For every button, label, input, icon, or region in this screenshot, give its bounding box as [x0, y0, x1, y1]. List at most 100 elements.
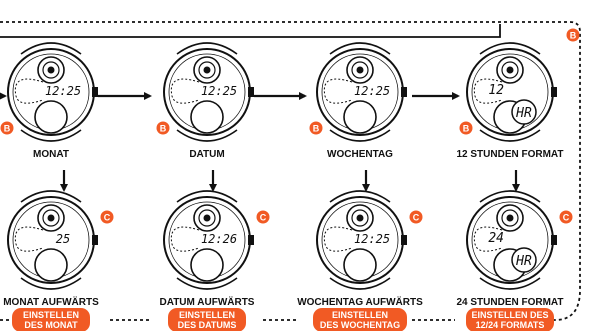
subdial-center: [506, 214, 514, 222]
button-letter: C: [260, 212, 267, 222]
button-letter: B: [570, 30, 577, 40]
pill-line-1: EINSTELLEN DES: [471, 310, 548, 320]
pill-bg: [168, 308, 246, 331]
subdial-ring: [42, 209, 60, 227]
button-c[interactable]: C: [256, 210, 270, 224]
button-letter: C: [413, 212, 420, 222]
subdial-center: [47, 214, 55, 222]
button-circle[interactable]: [566, 28, 580, 42]
subdial-ring: [198, 209, 216, 227]
button-b[interactable]: B: [309, 121, 323, 135]
lcd-hr-readout: HR: [515, 254, 532, 269]
subdial-bottom: [343, 248, 377, 282]
pill-line-2: DES MONAT: [24, 320, 78, 330]
button-letter: B: [160, 123, 167, 133]
hand-arc: [170, 226, 200, 252]
subdial-ring: [42, 61, 60, 79]
watch-top_row-0: 12:25: [7, 42, 98, 142]
button-circle[interactable]: [156, 121, 170, 135]
pill-line-2: 12/24 FORMATS: [476, 320, 545, 330]
pill-line-1: EINSTELLEN: [23, 310, 79, 320]
subdial-ring: [351, 209, 369, 227]
subdial-bottom: [34, 100, 68, 134]
watch-top_row-1: 12:25: [163, 42, 254, 142]
watch-bottom_row-1: 12:26: [163, 190, 254, 290]
button-letter: C: [104, 212, 111, 222]
watch-crown: [92, 87, 98, 97]
step-label: 12 STUNDEN FORMAT: [456, 149, 563, 160]
hr-subdial: [511, 247, 537, 273]
button-b[interactable]: B: [459, 121, 473, 135]
button-circle[interactable]: [256, 210, 270, 224]
watch-crown: [248, 87, 254, 97]
button-letter: C: [563, 212, 570, 222]
loop-button-b[interactable]: B: [566, 28, 580, 42]
lcd-readout: 12:25: [354, 84, 390, 98]
loop-dotted-line: [0, 21, 581, 321]
step-label: WOCHENTAG: [327, 149, 393, 160]
button-circle[interactable]: [409, 210, 423, 224]
button-circle[interactable]: [0, 121, 14, 135]
button-b[interactable]: B: [0, 121, 14, 135]
pill-bg: [313, 308, 407, 331]
button-c[interactable]: C: [100, 210, 114, 224]
lcd-readout: 12:25: [354, 232, 390, 246]
pill-line-2: DES DATUMS: [178, 320, 237, 330]
button-c[interactable]: C: [559, 210, 573, 224]
watch-crown: [92, 235, 98, 245]
button-circle[interactable]: [100, 210, 114, 224]
button-c[interactable]: C: [409, 210, 423, 224]
subdial-center: [356, 66, 364, 74]
button-circle[interactable]: [459, 121, 473, 135]
step-label: WOCHENTAG AUFWÄRTS: [297, 295, 423, 308]
step-label: 24 STUNDEN FORMAT: [456, 297, 563, 308]
subdial-ring: [501, 61, 519, 79]
subdial-center: [506, 66, 514, 74]
hand-arc: [170, 78, 200, 104]
watch-bottom_row-0: 25: [7, 190, 98, 290]
step-label: MONAT: [33, 149, 69, 160]
lcd-readout: 12:26: [201, 232, 237, 246]
button-letter: B: [4, 123, 11, 133]
pill-bg: [12, 308, 90, 331]
subdial-center: [47, 66, 55, 74]
button-circle[interactable]: [309, 121, 323, 135]
hand-arc: [473, 78, 503, 104]
lcd-readout: 24: [488, 231, 504, 246]
step-label: DATUM AUFWÄRTS: [160, 295, 255, 308]
subdial-ring: [351, 61, 369, 79]
step-label: DATUM: [189, 149, 224, 160]
subdial-center: [203, 66, 211, 74]
watch-top_row-2: 12:25: [316, 42, 407, 142]
subdial-ring: [198, 61, 216, 79]
pill-line-1: EINSTELLEN: [179, 310, 235, 320]
button-b[interactable]: B: [156, 121, 170, 135]
subdial-center: [356, 214, 364, 222]
hr-subdial: [511, 99, 537, 125]
lcd-readout: 12:25: [201, 84, 237, 98]
pill-bg: [466, 308, 554, 331]
pill-line-1: EINSTELLEN: [332, 310, 388, 320]
lcd-readout: 25: [56, 232, 70, 246]
button-letter: B: [463, 123, 470, 133]
subdial-ring: [501, 209, 519, 227]
watch-crown: [401, 87, 407, 97]
hand-arc: [323, 78, 353, 104]
step-label: MONAT AUFWÄRTS: [3, 295, 99, 308]
subdial-bottom: [190, 248, 224, 282]
lcd-readout: 12:25: [45, 84, 81, 98]
button-letter: B: [313, 123, 320, 133]
pill-line-2: DES WOCHENTAG: [320, 320, 400, 330]
hand-arc: [14, 78, 44, 104]
watch-crown: [248, 235, 254, 245]
subdial-bottom: [190, 100, 224, 134]
button-circle[interactable]: [559, 210, 573, 224]
watch-bottom_row-2: 12:25: [316, 190, 407, 290]
